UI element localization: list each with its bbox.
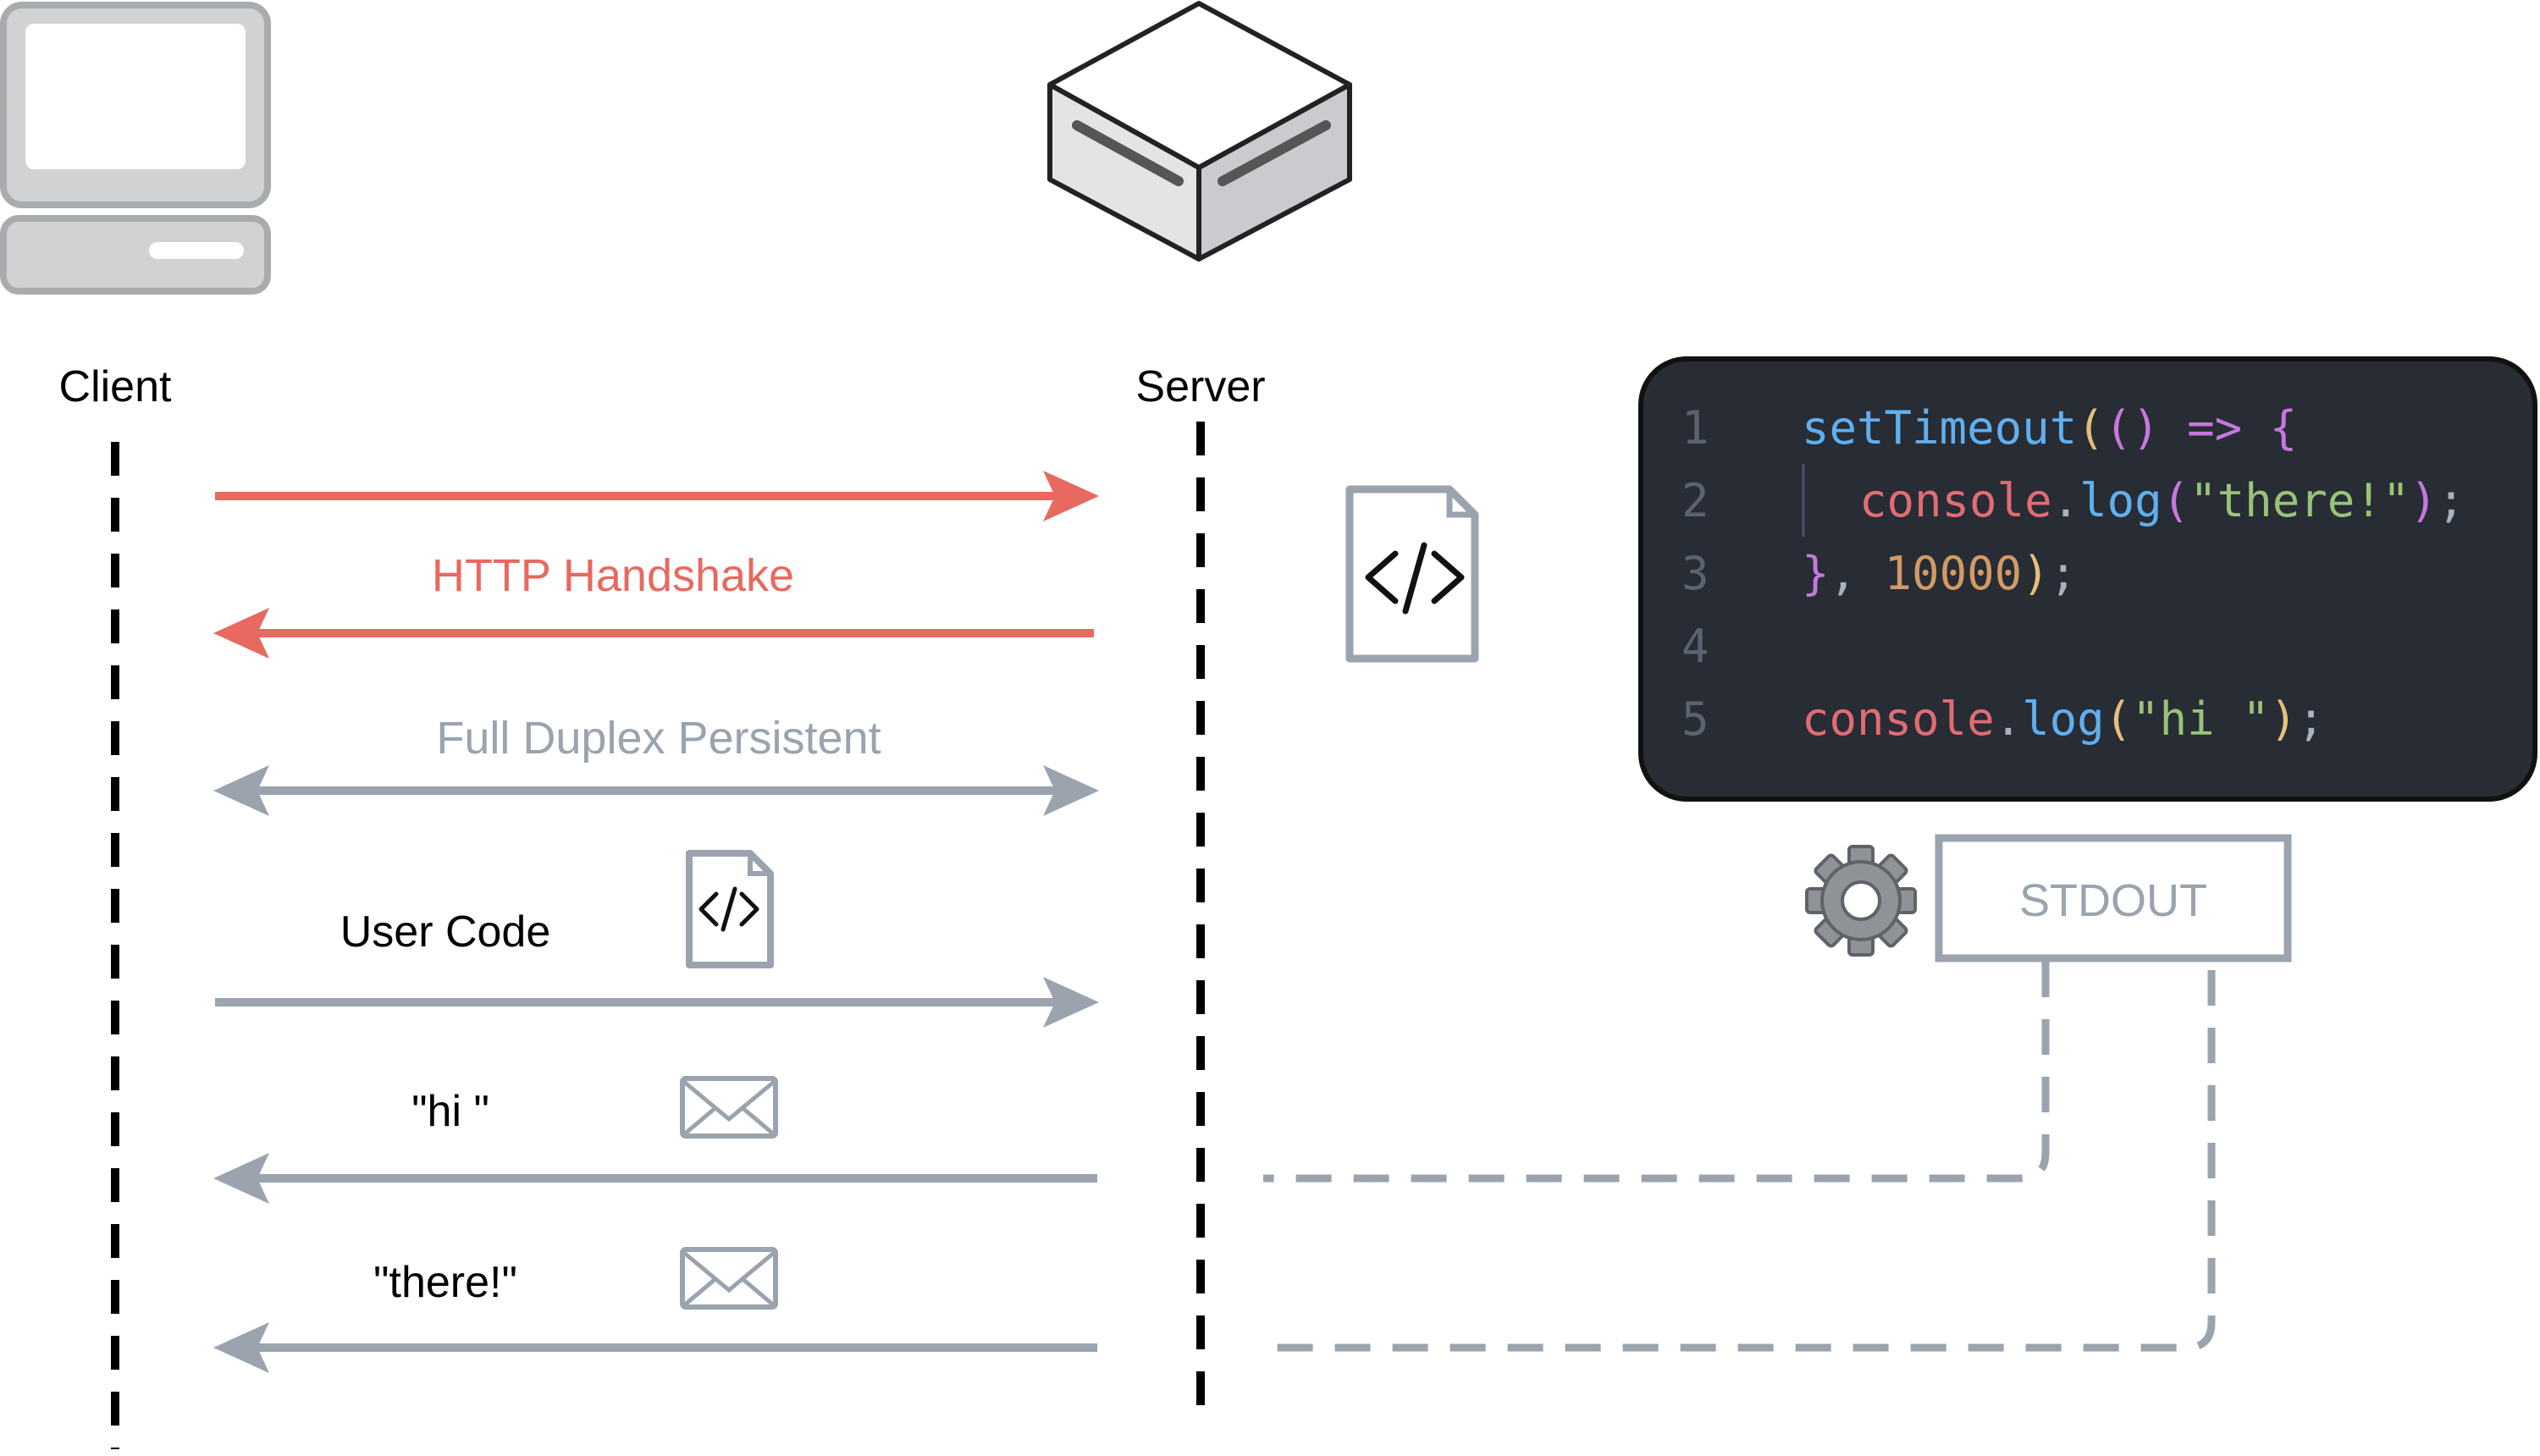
code-file-icon (686, 850, 774, 968)
full-duplex-label: Full Duplex Persistent (436, 713, 881, 764)
handshake-response-arrow (213, 608, 1094, 659)
server-label: Server (1135, 362, 1265, 411)
http-handshake-label: HTTP Handshake (432, 550, 794, 601)
code-file-icon (1345, 485, 1479, 663)
msg-there-label: "there!" (373, 1258, 517, 1307)
stdout-label: STDOUT (2019, 875, 2207, 926)
client-label: Client (59, 362, 172, 411)
code-line-2: console.log("there!"); (1859, 474, 2465, 527)
user-code-label: User Code (340, 907, 551, 957)
stdout-hi-connector (1263, 962, 2050, 1183)
code-editor: 1 2 3 4 5 setTimeout(() => { console.log… (1638, 356, 2537, 802)
gear-icon (1805, 845, 1917, 957)
line-number: 2 (1681, 474, 1709, 527)
code-line-3: }, 10000); (1802, 547, 2077, 600)
line-number: 1 (1681, 401, 1709, 455)
full-duplex-arrow (213, 765, 1099, 816)
msg-hi-arrow (213, 1153, 1097, 1204)
envelope-icon (680, 1247, 778, 1310)
code-line-1: setTimeout(() => { (1802, 401, 2297, 455)
msg-hi-label: "hi " (411, 1087, 489, 1136)
code-line-5: console.log("hi "); (1802, 692, 2325, 746)
line-number: 4 (1681, 620, 1709, 673)
stdout-there-connector (1263, 970, 2216, 1352)
handshake-request-arrow (215, 471, 1099, 521)
stdout-box: STDOUT (1935, 834, 2292, 962)
line-number: 3 (1681, 547, 1709, 600)
envelope-icon (680, 1076, 778, 1139)
computer-icon (0, 2, 271, 295)
line-number: 5 (1681, 692, 1709, 746)
user-code-arrow (215, 977, 1099, 1028)
msg-there-arrow (213, 1322, 1097, 1373)
server-box-icon (1047, 1, 1352, 262)
